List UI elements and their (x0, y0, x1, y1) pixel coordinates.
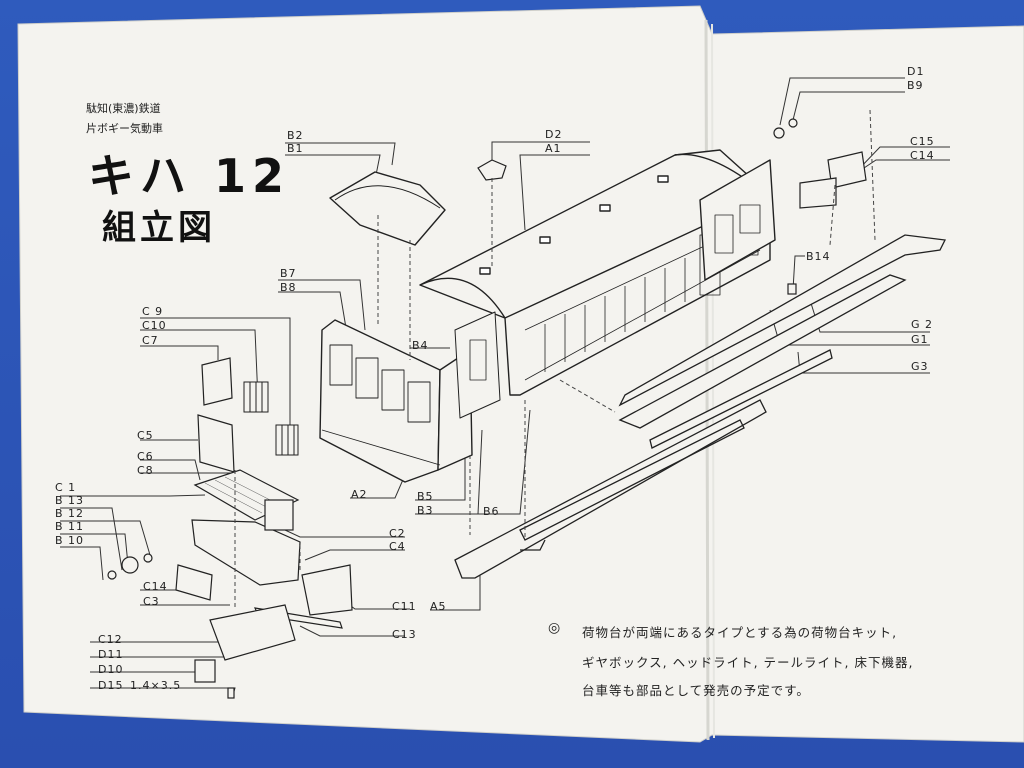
part-label-b2: B2 (287, 129, 304, 142)
part-label-c4: C4 (389, 540, 406, 553)
screw-dimension: 1.4×3.5 (130, 679, 182, 692)
part-label-c2: C2 (389, 527, 406, 540)
assembly-guides (234, 109, 876, 610)
part-label-d2: D2 (545, 128, 563, 141)
note-line-2: ギヤボックス, ヘッドライト, テールライト, 床下機器, (582, 655, 914, 670)
floor-g1 (618, 234, 946, 407)
part-label-c9: C 9 (142, 305, 164, 318)
part-label-c7: C7 (142, 334, 159, 347)
door-b4 (454, 311, 501, 419)
small-top-parts (477, 118, 867, 295)
lamp-b9 (788, 118, 798, 128)
step-c2 (191, 519, 301, 586)
part-label-c1: C 1 (55, 481, 77, 494)
part-label-b13: B 13 (55, 494, 85, 507)
underframe-assembly (454, 234, 946, 579)
bracket-c14 (175, 564, 213, 601)
roof-cap-b2 (329, 171, 446, 246)
end-panel-c5 (197, 414, 235, 473)
part-label-c13: C13 (392, 628, 417, 641)
headlight-d1 (773, 127, 785, 139)
part-label-c14-top: C14 (910, 149, 935, 162)
hook-b14 (787, 283, 797, 295)
car-body-assembly (319, 149, 776, 483)
side-sill-g3 (649, 349, 833, 449)
part-label-c8: C8 (137, 464, 154, 477)
part-label-a5: A5 (430, 600, 447, 613)
plate-c12 (209, 604, 296, 661)
grille-c14-side (264, 499, 294, 531)
part-label-a2: A2 (351, 488, 368, 501)
part-label-g1: G1 (911, 333, 929, 346)
part-label-b12: B 12 (55, 507, 85, 520)
part-label-b9: B9 (907, 79, 924, 92)
page-title: キハ 12 (88, 149, 291, 203)
note-line-3: 台車等も部品として発売の予定です。 (582, 683, 810, 698)
coupler-c11 (301, 564, 353, 616)
rail-left (519, 419, 745, 541)
rear-end-b14 (699, 159, 776, 281)
subtitle-car-type: 片ボギー気動車 (86, 122, 163, 135)
note-line-1: 荷物台が両端にあるタイプとする為の荷物台キット, (582, 625, 898, 640)
part-label-b5: B5 (417, 490, 434, 503)
part-label-c12: C12 (98, 633, 123, 646)
part-label-b1: B1 (287, 142, 304, 155)
ventilator-d2 (477, 159, 507, 181)
part-label-d11: D11 (98, 648, 124, 661)
grille-c10 (243, 381, 269, 413)
part-label-g2: G 2 (911, 318, 934, 331)
note-mark: ◎ (548, 620, 562, 636)
part-label-c5: C5 (137, 429, 154, 442)
frame-a5 (454, 399, 767, 579)
plate-c14-top (799, 177, 837, 209)
part-label-a1: A1 (545, 142, 562, 155)
part-label-b4: B4 (412, 339, 429, 352)
part-label-d10: D10 (98, 663, 124, 676)
grille-c9 (275, 424, 299, 456)
window-c7 (201, 357, 233, 406)
part-label-b7: B7 (280, 267, 297, 280)
subtitle-railway: 駄知(東濃)鉄道 (86, 102, 161, 115)
part-label-b11: B 11 (55, 520, 85, 533)
part-label-b10: B 10 (55, 534, 85, 547)
wheel-b12 (121, 556, 139, 574)
part-label-b8: B8 (280, 281, 297, 294)
part-label-c10: C10 (142, 319, 167, 332)
gear-d10 (194, 659, 216, 683)
part-label-c3: C3 (143, 595, 160, 608)
part-label-c6: C6 (137, 450, 154, 463)
part-label-c14-low: C14 (143, 580, 168, 593)
part-label-b3: B3 (417, 504, 434, 517)
part-label-b6: B6 (483, 505, 500, 518)
part-label-d1: D1 (907, 65, 925, 78)
side-sill-g2 (618, 274, 907, 429)
part-label-c11: C11 (392, 600, 417, 613)
part-label-d15: D15 (98, 679, 124, 692)
part-label-g3: G3 (911, 360, 929, 373)
part-label-c15: C15 (910, 135, 935, 148)
part-label-b14: B14 (806, 250, 831, 263)
end-platform-assembly (107, 357, 353, 699)
screw-d15 (227, 687, 235, 699)
diagram-type-title: 組立図 (102, 208, 216, 248)
